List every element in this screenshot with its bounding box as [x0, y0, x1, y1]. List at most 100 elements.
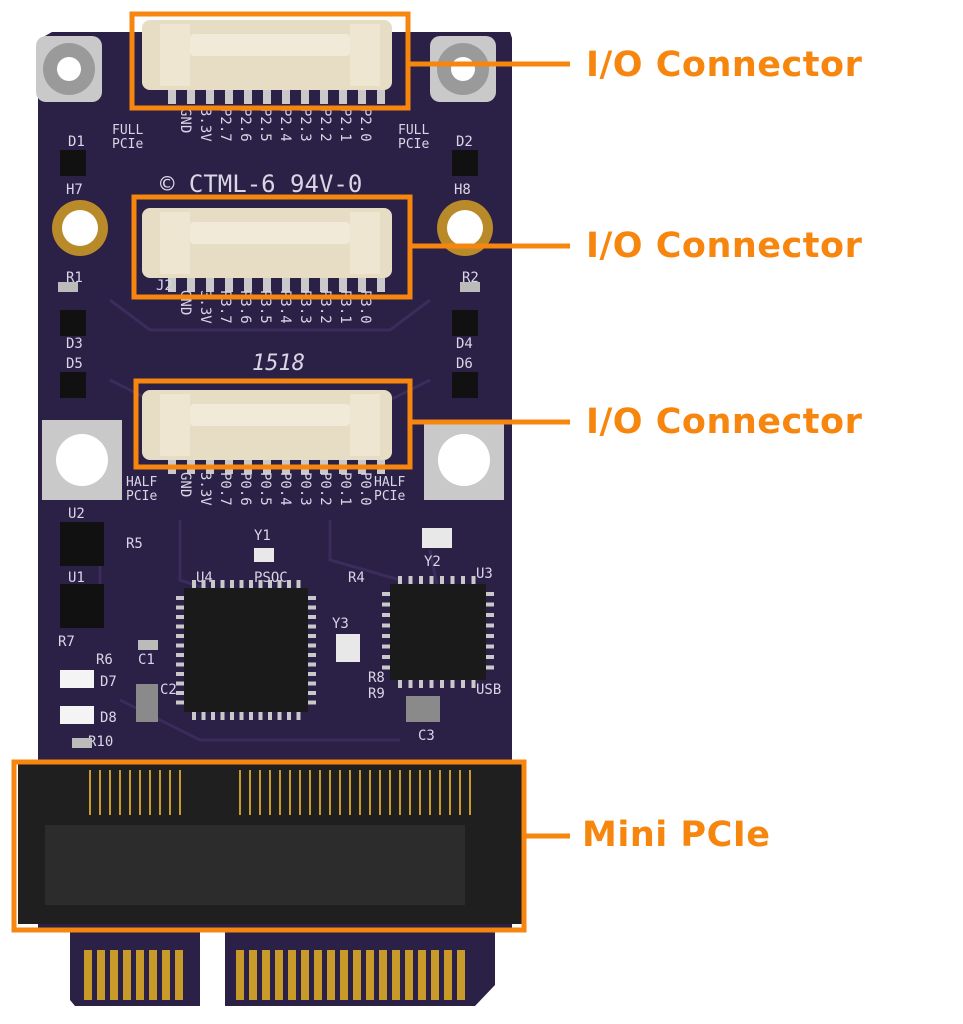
designator: C1: [138, 652, 155, 668]
callout-boxes: [11, 11, 570, 933]
silk-full-pcie-right: FULL: [398, 123, 429, 138]
designator: Y3: [332, 616, 349, 632]
designator: D4: [456, 336, 473, 352]
pin-label: P2.1: [337, 108, 353, 142]
connector-j2: [142, 208, 392, 278]
designator: R5: [126, 536, 143, 552]
designator: R10: [88, 734, 113, 750]
designator: R4: [348, 570, 365, 586]
connector-pin: [377, 90, 385, 104]
connector-pin: [263, 90, 271, 104]
designator: U1: [68, 570, 85, 586]
connector-j1: [142, 20, 392, 90]
pin-label: P2.5: [257, 108, 273, 142]
mount-hole-half-right: [424, 420, 504, 500]
connector-pin: [377, 278, 385, 292]
callout-box-pcie: [11, 759, 527, 933]
silk-full-pcie-right-2: PCIe: [398, 137, 429, 152]
pin-label: GND: [177, 108, 193, 133]
connector-pin: [225, 278, 233, 292]
mount-hole-half-left: [42, 420, 122, 500]
silk-title: © CTML-6 94V-0: [160, 170, 362, 198]
designator: D7: [100, 674, 117, 690]
designator: D3: [66, 336, 83, 352]
pin-label: P0.7: [217, 472, 233, 506]
hole-h7: [52, 200, 108, 256]
designator: R6: [96, 652, 113, 668]
designator: C3: [418, 728, 435, 744]
callout-label-io1: I/O Connector: [586, 45, 863, 85]
designator: Y1: [254, 528, 271, 544]
connector-pin: [206, 90, 214, 104]
ic-u4-psoc: [176, 580, 316, 720]
connector-pin: [282, 90, 290, 104]
mount-hole-top-right: [430, 36, 496, 102]
pin-label: 3.3V: [197, 472, 213, 506]
hole-h8: [437, 200, 493, 256]
designator: U2: [68, 506, 85, 522]
pin-label: P0.2: [317, 472, 333, 506]
callout-box-io1: [129, 11, 411, 111]
silk-half-pcie-right-2: PCIe: [374, 489, 405, 504]
gold-fingers: [70, 930, 495, 1006]
connector-pin: [206, 278, 214, 292]
pin-label: GND: [177, 290, 193, 315]
callout-label-io3: I/O Connector: [586, 402, 863, 442]
connector-pin: [339, 90, 347, 104]
callout-label-io2: I/O Connector: [586, 226, 863, 266]
silk-half-pcie-left-2: PCIe: [126, 489, 157, 504]
designator: Y2: [424, 554, 441, 570]
ic-u3: [382, 576, 494, 688]
pin-label: P0.4: [277, 472, 293, 506]
connector-pin: [187, 90, 195, 104]
silk-full-pcie-left-2: PCIe: [112, 137, 143, 152]
designator: R9: [368, 686, 385, 702]
connector-pin: [358, 278, 366, 292]
connector-pin: [168, 90, 176, 104]
callout-label-pcie: Mini PCIe: [582, 815, 771, 855]
pin-label: P2.0: [357, 108, 373, 142]
designator: D2: [456, 134, 473, 150]
designator: U4: [196, 570, 213, 586]
designator: C2: [160, 682, 177, 698]
mini-pcie-socket: [18, 764, 522, 924]
pin-label: P0.1: [337, 472, 353, 506]
pin-label: 3.3V: [197, 108, 213, 142]
connector-pin: [301, 278, 309, 292]
connector-pin: [282, 278, 290, 292]
connector-j3: [142, 390, 392, 460]
connector-pin: [187, 278, 195, 292]
designator: R8: [368, 670, 385, 686]
pin-label: P0.5: [257, 472, 273, 506]
pin-label: P2.3: [297, 108, 313, 142]
designator: D6: [456, 356, 473, 372]
connector-pin: [244, 278, 252, 292]
designator: R7: [58, 634, 75, 650]
connector-pin: [244, 90, 252, 104]
pin-label: GND: [177, 472, 193, 497]
silk-full-pcie-left: FULL: [112, 123, 143, 138]
designator: D8: [100, 710, 117, 726]
connector-pin: [225, 90, 233, 104]
designator: U3: [476, 566, 493, 582]
pin-label: P0.3: [297, 472, 313, 506]
designator: H8: [454, 182, 471, 198]
silk-half-pcie-right: HALF: [374, 475, 405, 490]
connector-pin: [301, 90, 309, 104]
pin-label: P2.6: [237, 108, 253, 142]
designator: H7: [66, 182, 83, 198]
designator: USB: [476, 682, 501, 698]
connector-pin: [320, 90, 328, 104]
pin-label: P0.0: [357, 472, 373, 506]
designator: J2: [156, 278, 173, 294]
connector-pin: [339, 278, 347, 292]
designator: D5: [66, 356, 83, 372]
connector-pin: [320, 278, 328, 292]
small-components: [58, 150, 480, 748]
pin-label: P2.2: [317, 108, 333, 142]
silk-date-code: 1518: [252, 351, 305, 376]
connector-pin: [358, 90, 366, 104]
mount-hole-top-left: [36, 36, 102, 102]
